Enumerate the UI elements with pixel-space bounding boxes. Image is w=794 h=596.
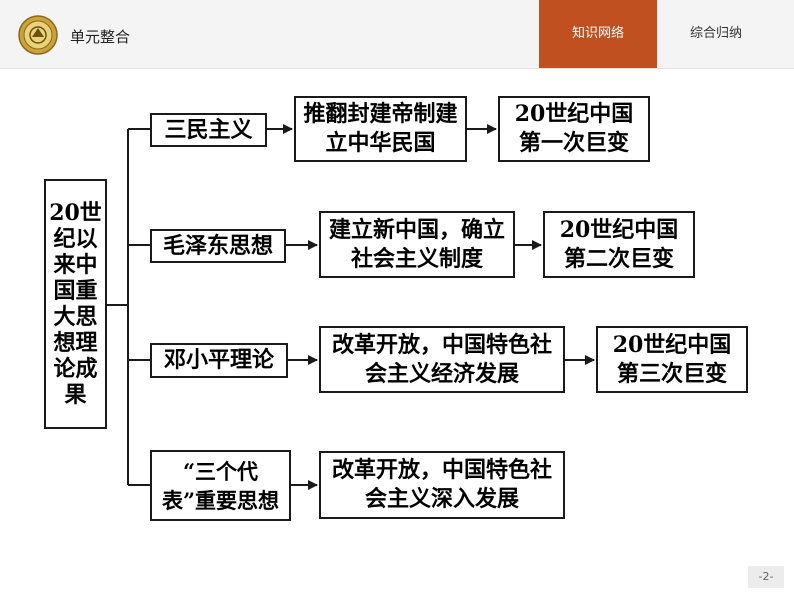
school-emblem-icon <box>18 15 58 55</box>
theory-box-4: “三个代表”重要思想 <box>150 450 291 521</box>
change-box-2: 20世纪中国第二次巨变 <box>543 211 695 278</box>
root-box: 20世纪以来中国重大思想理论成果 <box>44 179 107 429</box>
section-title: 单元整合 <box>70 28 131 46</box>
theory-label-1: 三民主义 <box>164 116 253 143</box>
theory-box-1: 三民主义 <box>150 113 267 147</box>
tab-knowledge-network[interactable]: 知识网络 <box>539 0 657 68</box>
change-box-3: 20世纪中国第三次巨变 <box>596 326 748 393</box>
tab-comprehensive-summary[interactable]: 综合归纳 <box>689 26 742 41</box>
change-label-2: 20世纪中国第二次巨变 <box>559 216 679 272</box>
result-box-4: 改革开放，中国特色社会主义深入发展 <box>319 451 565 519</box>
theory-label-2: 毛泽东思想 <box>162 232 273 259</box>
result-label-1: 推翻封建帝制建立中华民国 <box>303 101 458 156</box>
theory-label-3: 邓小平理论 <box>163 347 274 373</box>
root-label: 20世纪以来中国重大思想理论成果 <box>49 200 102 408</box>
theory-label-4: “三个代表”重要思想 <box>161 458 280 513</box>
result-label-2: 建立新中国，确立社会主义制度 <box>328 216 505 272</box>
change-label-1: 20世纪中国第一次巨变 <box>514 101 634 156</box>
result-box-2: 建立新中国，确立社会主义制度 <box>319 211 515 278</box>
change-label-3: 20世纪中国第三次巨变 <box>612 331 732 387</box>
change-box-1: 20世纪中国第一次巨变 <box>498 96 650 162</box>
connector-lines <box>107 124 595 490</box>
result-box-3: 改革开放，中国特色社会主义经济发展 <box>319 326 565 393</box>
result-label-4: 改革开放，中国特色社会主义深入发展 <box>331 457 552 512</box>
theory-box-2: 毛泽东思想 <box>150 229 286 263</box>
result-label-3: 改革开放，中国特色社会主义经济发展 <box>331 331 552 387</box>
page-number: -2- <box>748 566 784 588</box>
result-box-1: 推翻封建帝制建立中华民国 <box>294 96 467 162</box>
theory-box-3: 邓小平理论 <box>150 343 288 378</box>
header-bar: 单元整合 知识网络 综合归纳 <box>0 0 794 69</box>
